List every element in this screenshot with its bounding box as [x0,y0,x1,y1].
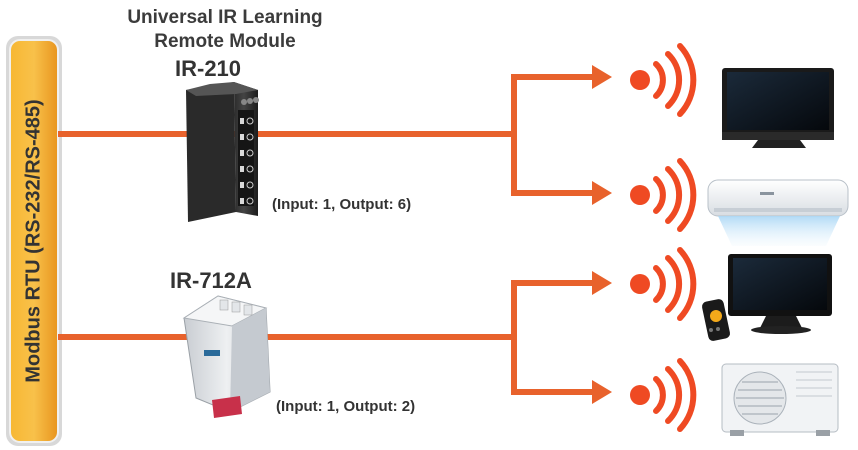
ir-210-label: IR-210 [175,56,242,81]
tv-with-remote-icon [702,254,832,341]
air-conditioner-indoor-icon [707,179,849,246]
ir-wave-icon-4 [630,358,697,432]
bus-label: Modbus RTU (RS-232/RS-485) [10,42,58,440]
bus-label-text: Modbus RTU (RS-232/RS-485) [22,99,45,383]
ir-210-device-icon [186,82,259,222]
module-title-line-2: Remote Module [154,31,296,52]
modbus-rtu-bus [6,36,62,446]
ir-712a-device-icon [182,295,271,418]
ir-wave-icon-1 [630,43,697,117]
ir-wave-icon-3 [630,247,697,321]
remote-control-icon [702,299,730,341]
ir-712a-label: IR-712A [170,268,252,293]
ir-wave-icon-2 [630,158,697,232]
arrowheads [592,65,612,404]
module-title: Universal IR Learning Remote Module [95,6,355,54]
ir-210-io-label: (Input: 1, Output: 6) [272,196,412,213]
connection-lines [58,74,596,395]
ir-712a-io-label: (Input: 1, Output: 2) [276,398,416,415]
air-conditioner-outdoor-icon [721,363,839,436]
tv-flat-screen-icon [722,68,834,148]
module-title-line-1: Universal IR Learning [127,7,323,28]
